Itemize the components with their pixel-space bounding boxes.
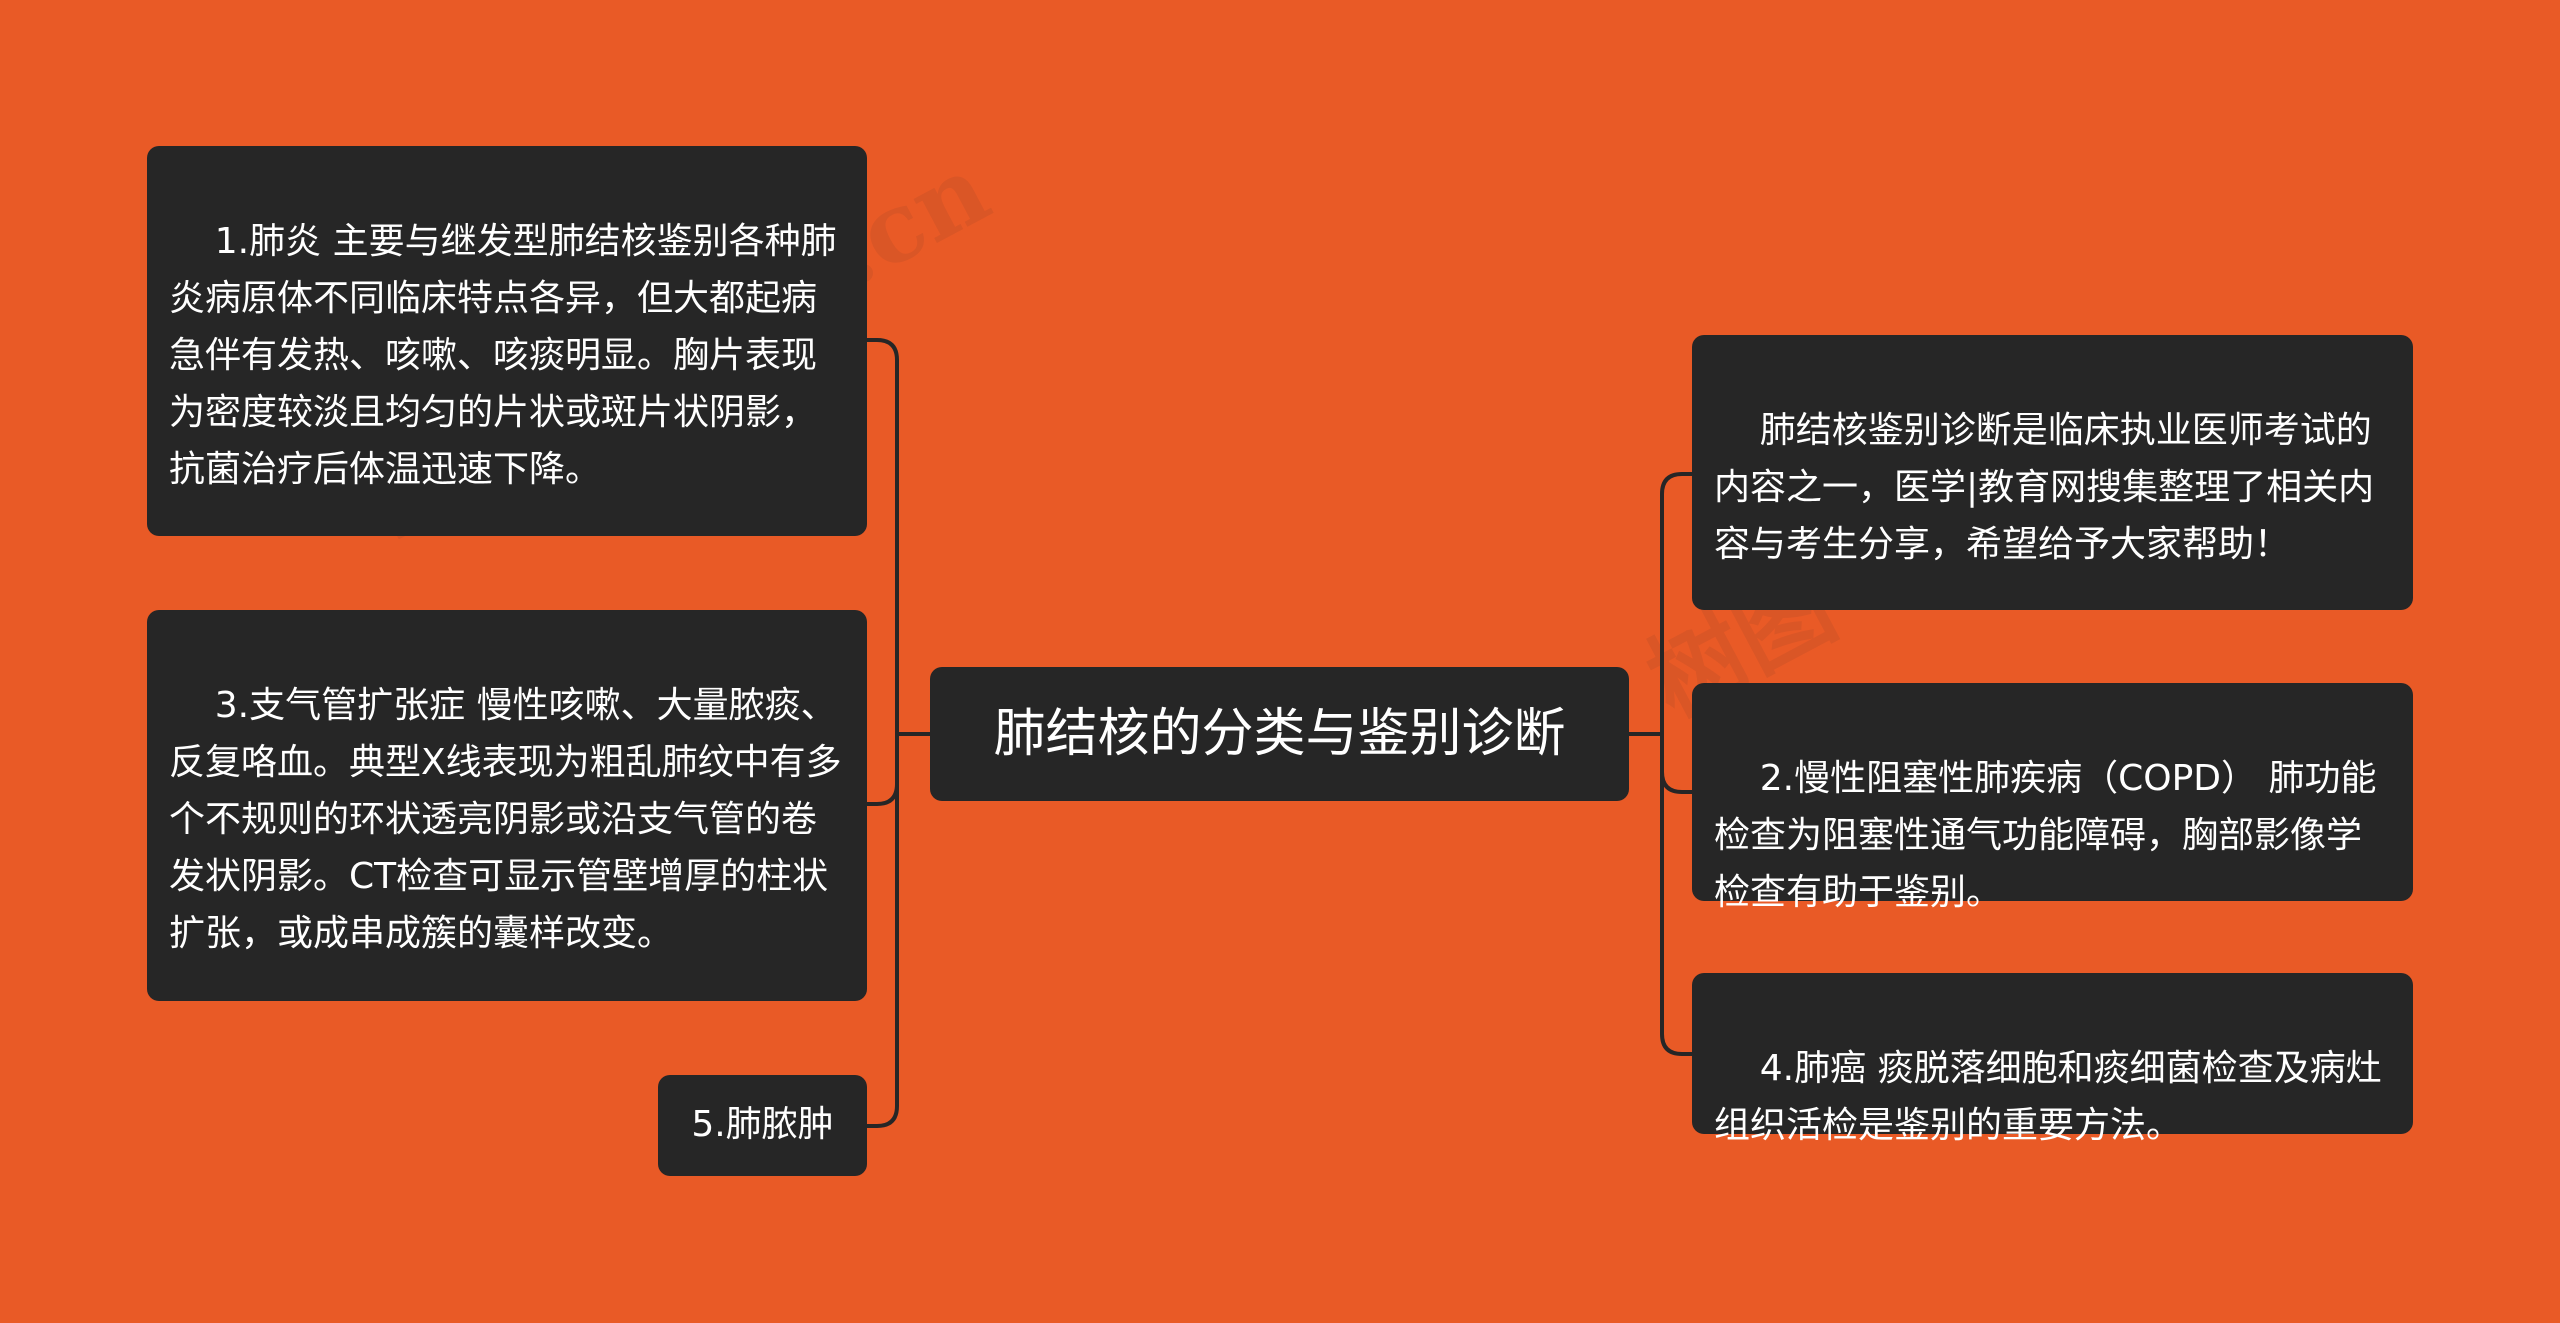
right-connector-to-node-2 [1660,734,1692,794]
branch-label: 肺结核鉴别诊断是临床执业医师考试的内容之一，医学|教育网搜集整理了相关内容与考生… [1714,410,2375,565]
branch-node-bronchiectasis[interactable]: 3.支气管扩张症 慢性咳嗽、大量脓痰、反复咯血。典型X线表现为粗乱肺纹中有多个不… [147,610,867,1001]
branch-label: 1.肺炎 主要与继发型肺结核鉴别各种肺炎病原体不同临床特点各异，但大都起病急伴有… [169,221,837,490]
branch-node-pneumonia[interactable]: 1.肺炎 主要与继发型肺结核鉴别各种肺炎病原体不同临床特点各异，但大都起病急伴有… [147,146,867,536]
left-connector-to-node-1 [867,338,899,734]
right-connector-to-node-4 [1660,772,1692,1056]
branch-label: 2.慢性阻塞性肺疾病（COPD） 肺功能检查为阻塞性通气功能障碍，胸部影像学检查… [1714,758,2377,913]
branch-label: 5.肺脓肿 [691,1104,834,1145]
branch-label: 4.肺癌 痰脱落细胞和痰细菌检查及病灶组织活检是鉴别的重要方法。 [1714,1048,2382,1146]
right-connector-to-node-intro [1660,472,1692,734]
central-topic-node[interactable]: 肺结核的分类与鉴别诊断 [930,667,1629,801]
central-topic-label: 肺结核的分类与鉴别诊断 [993,704,1566,764]
branch-node-lung-cancer[interactable]: 4.肺癌 痰脱落细胞和痰细菌检查及病灶组织活检是鉴别的重要方法。 [1692,973,2413,1146]
branch-node-copd[interactable]: 2.慢性阻塞性肺疾病（COPD） 肺功能检查为阻塞性通气功能障碍，胸部影像学检查… [1692,683,2413,913]
left-connector-to-node-5 [867,784,899,1128]
branch-node-intro[interactable]: 肺结核鉴别诊断是临床执业医师考试的内容之一，医学|教育网搜集整理了相关内容与考生… [1692,335,2413,610]
branch-label: 3.支气管扩张症 慢性咳嗽、大量脓痰、反复咯血。典型X线表现为粗乱肺纹中有多个不… [169,685,842,954]
left-connector-to-node-3 [867,734,899,806]
branch-node-lung-abscess[interactable]: 5.肺脓肿 [658,1075,867,1176]
